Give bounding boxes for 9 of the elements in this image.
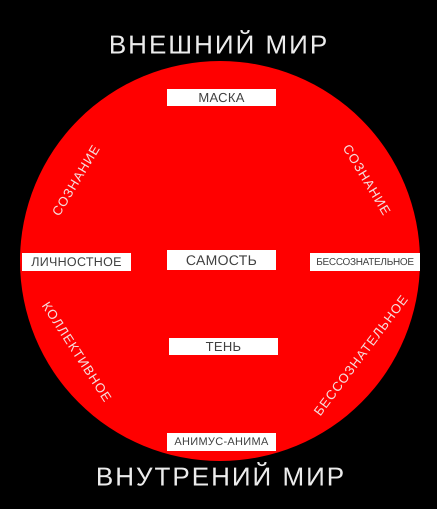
concept-box: МАСКА xyxy=(167,89,276,106)
concept-box: БЕССОЗНАТЕЛЬНОЕ xyxy=(310,253,420,271)
concept-box: АНИМУС-АНИМА xyxy=(167,433,276,451)
region-title: ВНЕШНИЙ МИР xyxy=(108,30,330,60)
concept-box: ЛИЧНОСТНОЕ xyxy=(22,253,131,271)
region-title: ВНУТРЕНИЙ МИР xyxy=(96,462,346,492)
circle-region xyxy=(20,61,420,461)
concept-box: САМОСТЬ xyxy=(167,250,276,270)
concept-box: ТЕНЬ xyxy=(169,338,278,355)
